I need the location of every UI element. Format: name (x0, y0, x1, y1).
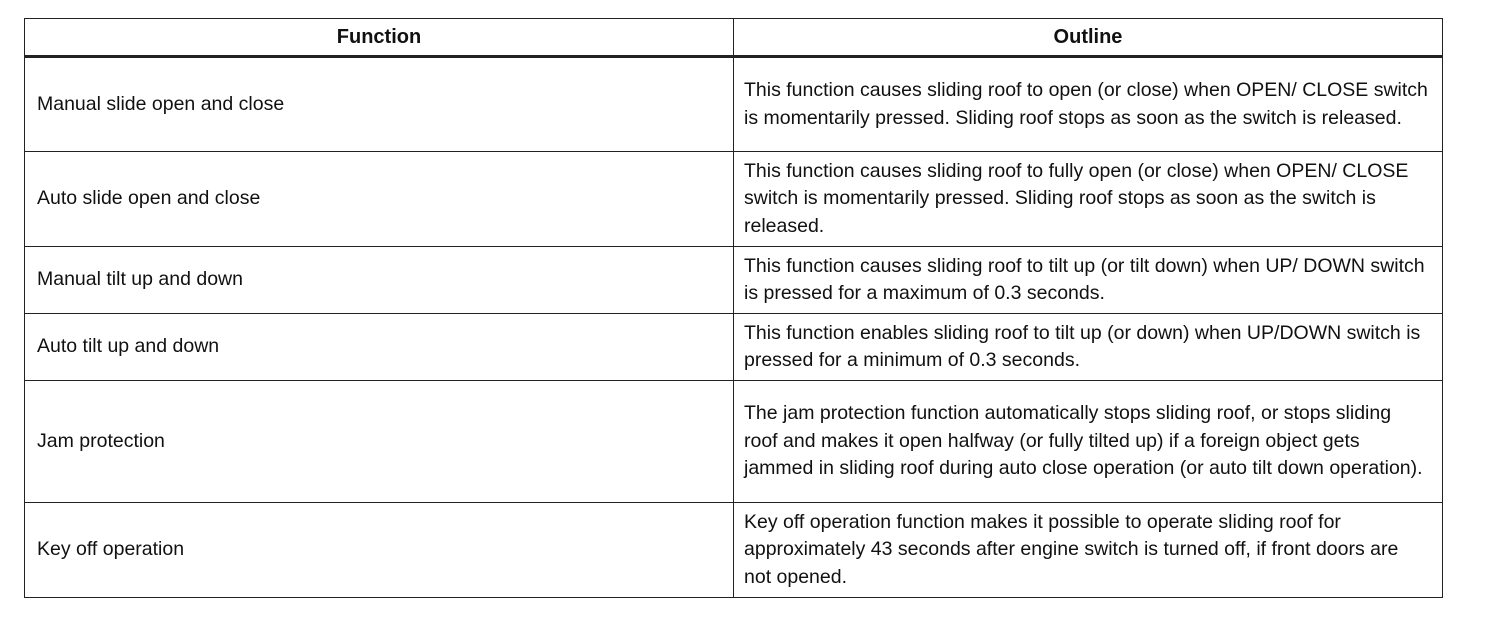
function-cell: Auto slide open and close (24, 151, 734, 247)
header-function: Function (24, 18, 734, 58)
table-row: Manual slide open and close This functio… (24, 56, 1443, 152)
function-cell: Manual tilt up and down (24, 246, 734, 314)
table-row: Manual tilt up and down This function ca… (24, 246, 1443, 314)
outline-cell: This function enables sliding roof to ti… (733, 313, 1443, 381)
outline-cell: This function causes sliding roof to ope… (733, 56, 1443, 152)
function-cell: Manual slide open and close (24, 56, 734, 152)
outline-cell: Key off operation function makes it poss… (733, 502, 1443, 598)
header-outline: Outline (733, 18, 1443, 58)
function-cell: Auto tilt up and down (24, 313, 734, 381)
table-row: Key off operation Key off operation func… (24, 502, 1443, 598)
function-cell: Jam protection (24, 380, 734, 503)
table-row: Jam protection The jam protection functi… (24, 380, 1443, 503)
table-row: Auto tilt up and down This function enab… (24, 313, 1443, 381)
outline-cell: This function causes sliding roof to til… (733, 246, 1443, 314)
table-row: Auto slide open and close This function … (24, 151, 1443, 247)
outline-cell: The jam protection function automaticall… (733, 380, 1443, 503)
function-cell: Key off operation (24, 502, 734, 598)
table-header-row: Function Outline (24, 18, 1443, 58)
outline-cell: This function causes sliding roof to ful… (733, 151, 1443, 247)
function-outline-table: Function Outline Manual slide open and c… (24, 18, 1443, 598)
